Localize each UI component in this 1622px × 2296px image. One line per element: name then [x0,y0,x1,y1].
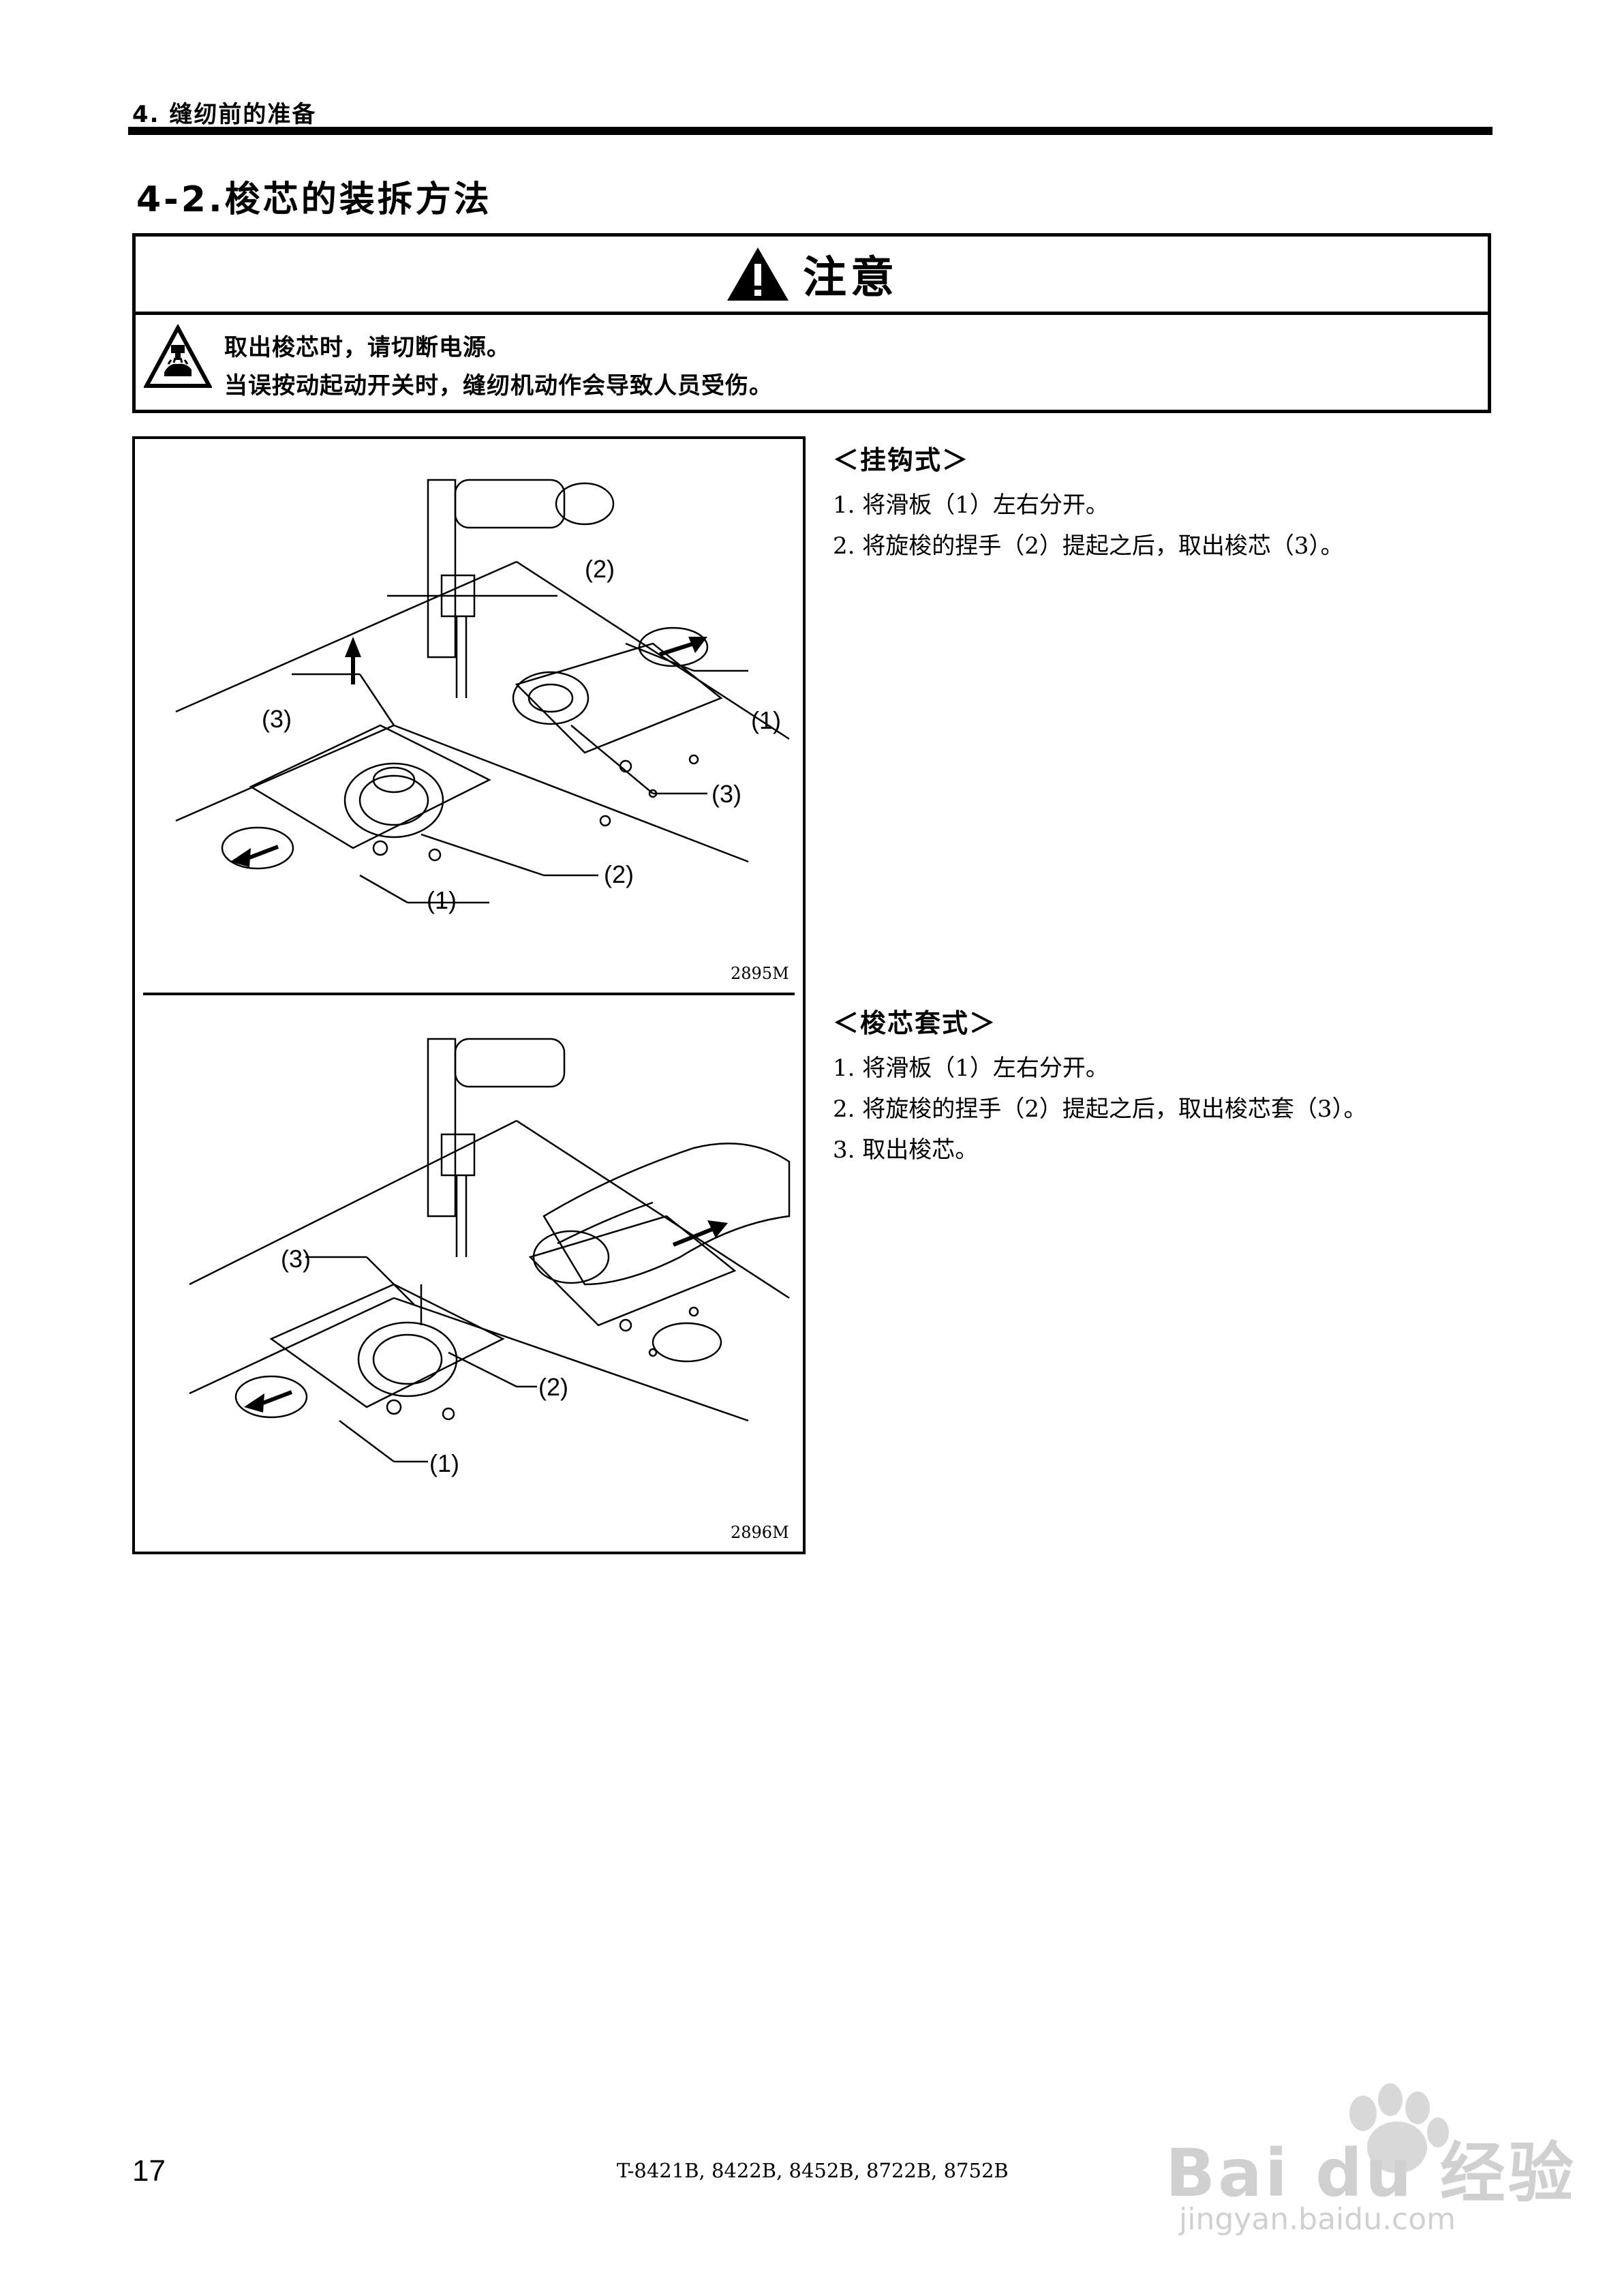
header-rule [128,127,1493,135]
section-heading: ＜梭芯套式＞ [833,1008,997,1038]
callout-label: (2) [538,1373,568,1401]
caution-header: 注意 [136,237,1488,315]
callout-label: (3) [262,705,292,733]
figure-hook-type-illustration [175,479,790,904]
figure-code: 2896M [731,1523,789,1542]
model-numbers: T-8421B, 8422B, 8452B, 8722B, 8752B [617,2159,1009,2182]
figure-frame: (2) (1) (3) (3) (2) (1) 2895M [132,436,806,1554]
callout-label: (2) [604,860,634,888]
caution-title: 注意 [803,253,898,303]
watermark-url: jingyan.baidu.com [1179,2202,1456,2237]
section-title: 4-2.梭芯的装拆方法 [136,179,492,220]
step-item: 2. 将旋梭的捏手（2）提起之后，取出梭芯（3）。 [833,532,1344,560]
figure-divider [143,993,795,995]
caution-line: 当误按动起动开关时，缝纫机动作会导致人员受伤。 [224,372,773,399]
caution-line: 取出梭芯时，请切断电源。 [224,334,510,361]
caution-box: 注意 取出梭芯时，请切断电源。 当误按动起动开关时，缝纫机动作会导致人员受伤。 [132,233,1491,413]
section-hook-type: ＜挂钩式＞ 1. 将滑板（1）左右分开。 2. 将旋梭的捏手（2）提起之后，取出… [833,439,1487,567]
caution-text: 取出梭芯时，请切断电源。 当误按动起动开关时，缝纫机动作会导致人员受伤。 [224,329,773,405]
step-item: 1. 将滑板（1）左右分开。 [833,492,1109,519]
callout-label: (1) [429,1449,459,1477]
step-item: 3. 取出梭芯。 [833,1136,979,1164]
step-list: 1. 将滑板（1）左右分开。 2. 将旋梭的捏手（2）提起之后，取出梭芯（3）。 [833,485,1487,567]
figure-bobbin-case-type-illustration [189,1038,791,1463]
callout-label: (3) [281,1245,311,1273]
hand-crush-hazard-icon [144,324,212,388]
section-bobbin-case-type: ＜梭芯套式＞ 1. 将滑板（1）左右分开。 2. 将旋梭的捏手（2）提起之后，取… [833,1002,1487,1170]
warning-triangle-icon [727,247,789,301]
step-item: 2. 将旋梭的捏手（2）提起之后，取出梭芯套（3）。 [833,1096,1367,1123]
watermark-brand: Bai du 经验 [1165,2135,1576,2211]
baidu-paw-logo-icon [1349,2083,1449,2173]
baidu-watermark: Bai du 经验 jingyan.baidu.com [1159,2072,1595,2250]
section-heading: ＜挂钩式＞ [833,445,970,475]
caution-body: 取出梭芯时，请切断电源。 当误按动起动开关时，缝纫机动作会导致人员受伤。 [136,315,1488,410]
callout-label: (2) [585,555,615,583]
step-item: 1. 将滑板（1）左右分开。 [833,1055,1109,1082]
figure-code: 2895M [731,964,789,983]
callout-label: (3) [711,780,741,808]
step-list: 1. 将滑板（1）左右分开。 2. 将旋梭的捏手（2）提起之后，取出梭芯套（3）… [833,1048,1487,1170]
page-number: 17 [132,2154,166,2188]
callout-label: (1) [751,706,781,734]
callout-label: (1) [427,886,457,914]
running-header: 4. 缝纫前的准备 [132,101,317,128]
